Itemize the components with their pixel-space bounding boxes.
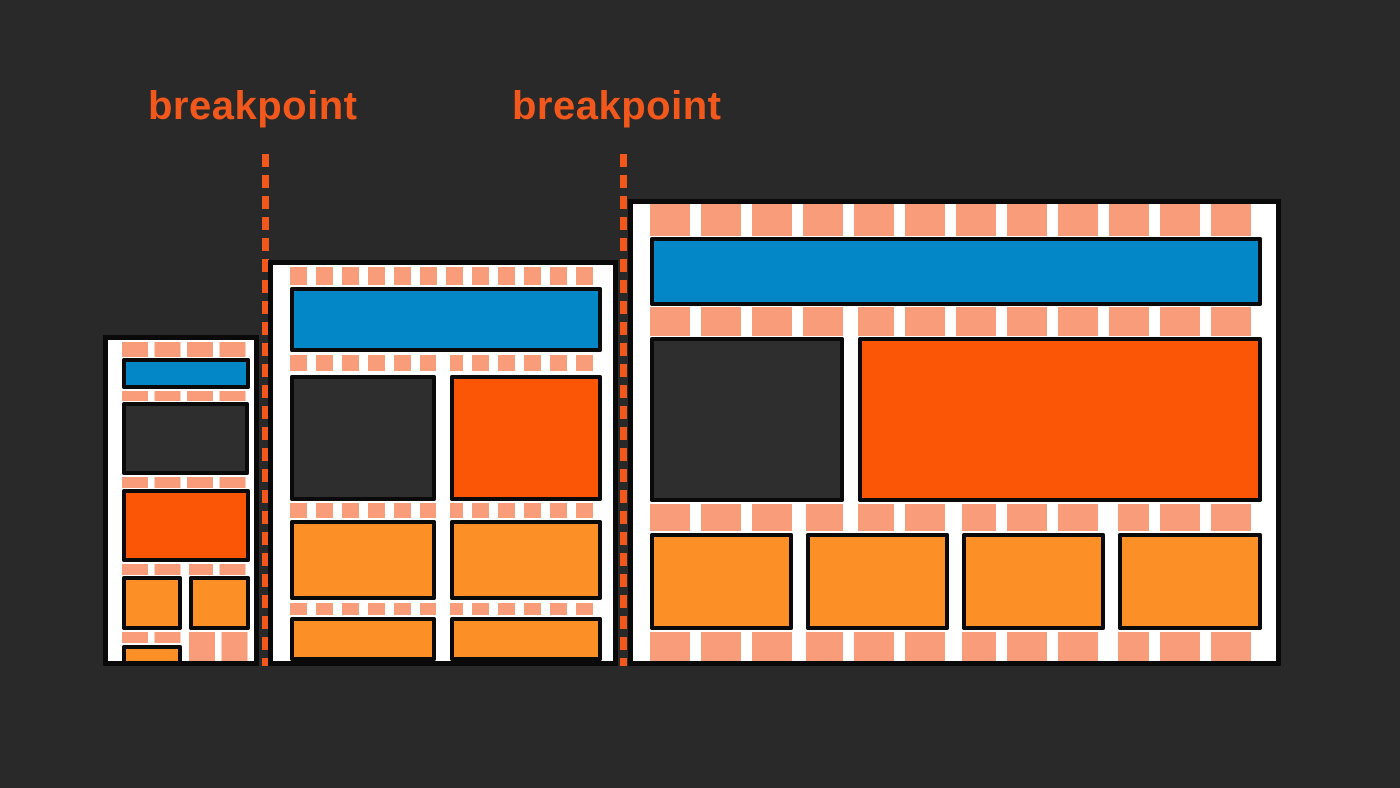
card-block <box>962 533 1105 630</box>
grid-stripes-band <box>122 391 250 401</box>
card-block <box>650 533 793 630</box>
breakpoint-line-2 <box>620 154 627 666</box>
column-gutter <box>949 504 962 661</box>
card-block <box>1118 533 1262 630</box>
breakpoint-label-1: breakpoint <box>148 84 358 128</box>
grid-stripes-band <box>122 477 250 488</box>
grid-stripes-fill <box>189 632 250 661</box>
grid-stripes-band <box>650 307 1262 336</box>
card-block <box>189 576 250 630</box>
column-gutter <box>793 504 806 661</box>
card-block <box>290 617 436 661</box>
image-block-dark <box>650 337 844 502</box>
feature-block-orange <box>122 489 250 562</box>
image-block-dark <box>122 402 249 475</box>
card-block <box>450 520 602 600</box>
card-block <box>450 617 602 661</box>
column-gutter <box>1105 504 1118 661</box>
card-block <box>806 533 949 630</box>
header-bar-block <box>290 287 602 352</box>
grid-stripes-band <box>122 342 250 357</box>
feature-block-orange <box>858 337 1262 502</box>
mockup-medium-frame <box>268 260 618 666</box>
partial-card-block <box>122 645 182 665</box>
header-bar-block <box>650 237 1262 306</box>
card-block <box>122 576 182 630</box>
header-bar-block <box>122 358 250 389</box>
feature-block-orange <box>450 375 602 501</box>
breakpoint-label-2: breakpoint <box>512 84 722 128</box>
image-block-dark <box>290 375 436 501</box>
card-block <box>290 520 436 600</box>
grid-stripes-band <box>290 267 602 285</box>
grid-stripes-band <box>650 204 1262 236</box>
column-gutter <box>182 564 189 661</box>
breakpoint-line-1 <box>262 154 269 666</box>
mockup-small-frame <box>103 335 259 666</box>
column-gutter <box>844 307 858 531</box>
mockup-large-frame <box>628 199 1281 666</box>
column-gutter <box>436 355 450 661</box>
